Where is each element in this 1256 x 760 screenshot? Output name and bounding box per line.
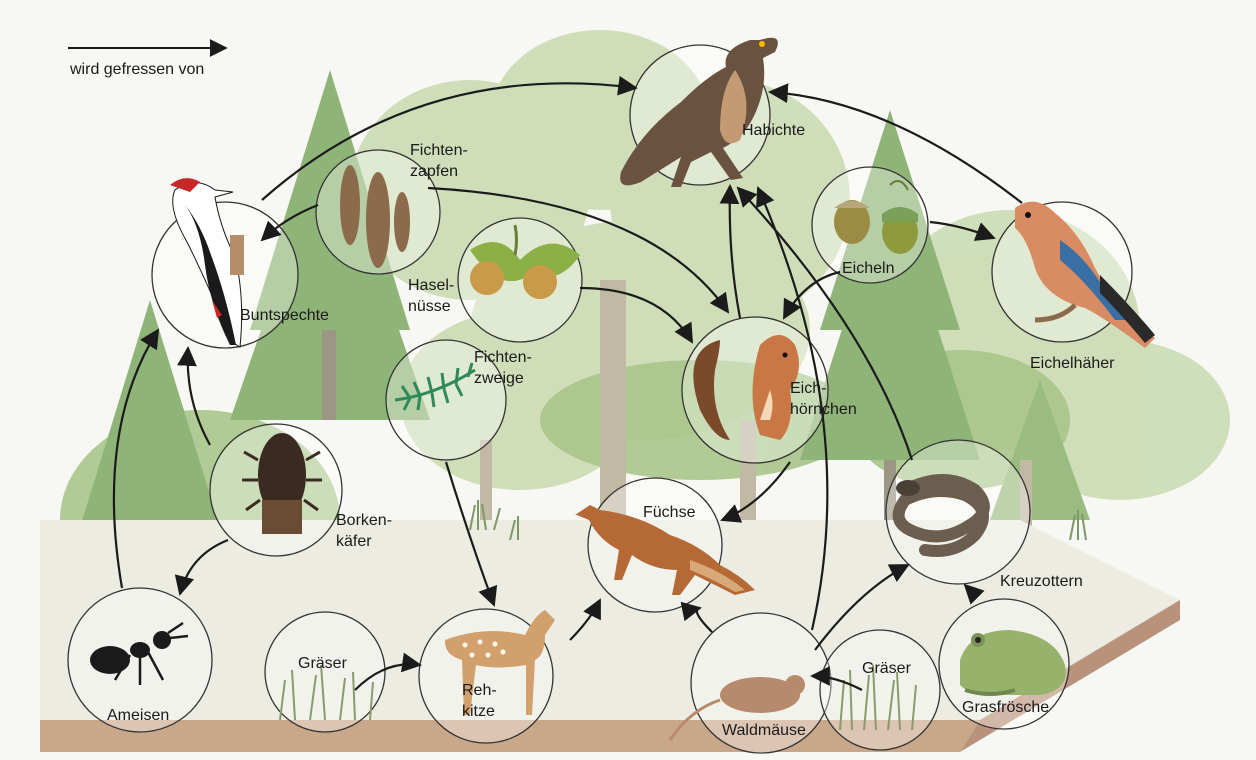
label-graeser-right: Gräser	[862, 660, 912, 677]
label-fichtenzweige-2: zweige	[474, 370, 524, 387]
label-borkenkaefer-1: Borken-	[336, 512, 392, 529]
graeser-right-circle	[820, 630, 940, 750]
label-habichte: Habichte	[742, 122, 805, 139]
label-fichtenzapfen-2: zapfen	[410, 163, 458, 180]
label-rehkitze-2: kitze	[462, 703, 495, 720]
label-graeser-left: Gräser	[298, 655, 348, 672]
label-eicheln: Eicheln	[842, 260, 894, 277]
label-buntspechte: Buntspechte	[240, 307, 329, 324]
label-ameisen: Ameisen	[107, 707, 169, 724]
label-haselnuesse-2: nüsse	[408, 298, 451, 315]
label-eichelhaeher: Eichelhäher	[1030, 355, 1115, 372]
label-rehkitze-1: Reh-	[462, 682, 497, 699]
label-kreuzottern: Kreuzottern	[1000, 573, 1083, 590]
label-haselnuesse-1: Hasel-	[408, 277, 454, 294]
label-waldmaeuse: Waldmäuse	[722, 722, 806, 739]
label-grasfroesche: Grasfrösche	[962, 699, 1049, 716]
label-fichtenzapfen-1: Fichten-	[410, 142, 468, 159]
kreuzottern-circle	[886, 440, 1030, 584]
label-fuechse: Füchse	[643, 504, 696, 521]
label-eichhoernchen-1: Eich-	[790, 380, 826, 397]
label-borkenkaefer-2: käfer	[336, 533, 372, 550]
legend-text: wird gefressen von	[69, 61, 204, 78]
label-eichhoernchen-2: hörnchen	[790, 401, 857, 418]
label-fichtenzweige-1: Fichten-	[474, 349, 532, 366]
